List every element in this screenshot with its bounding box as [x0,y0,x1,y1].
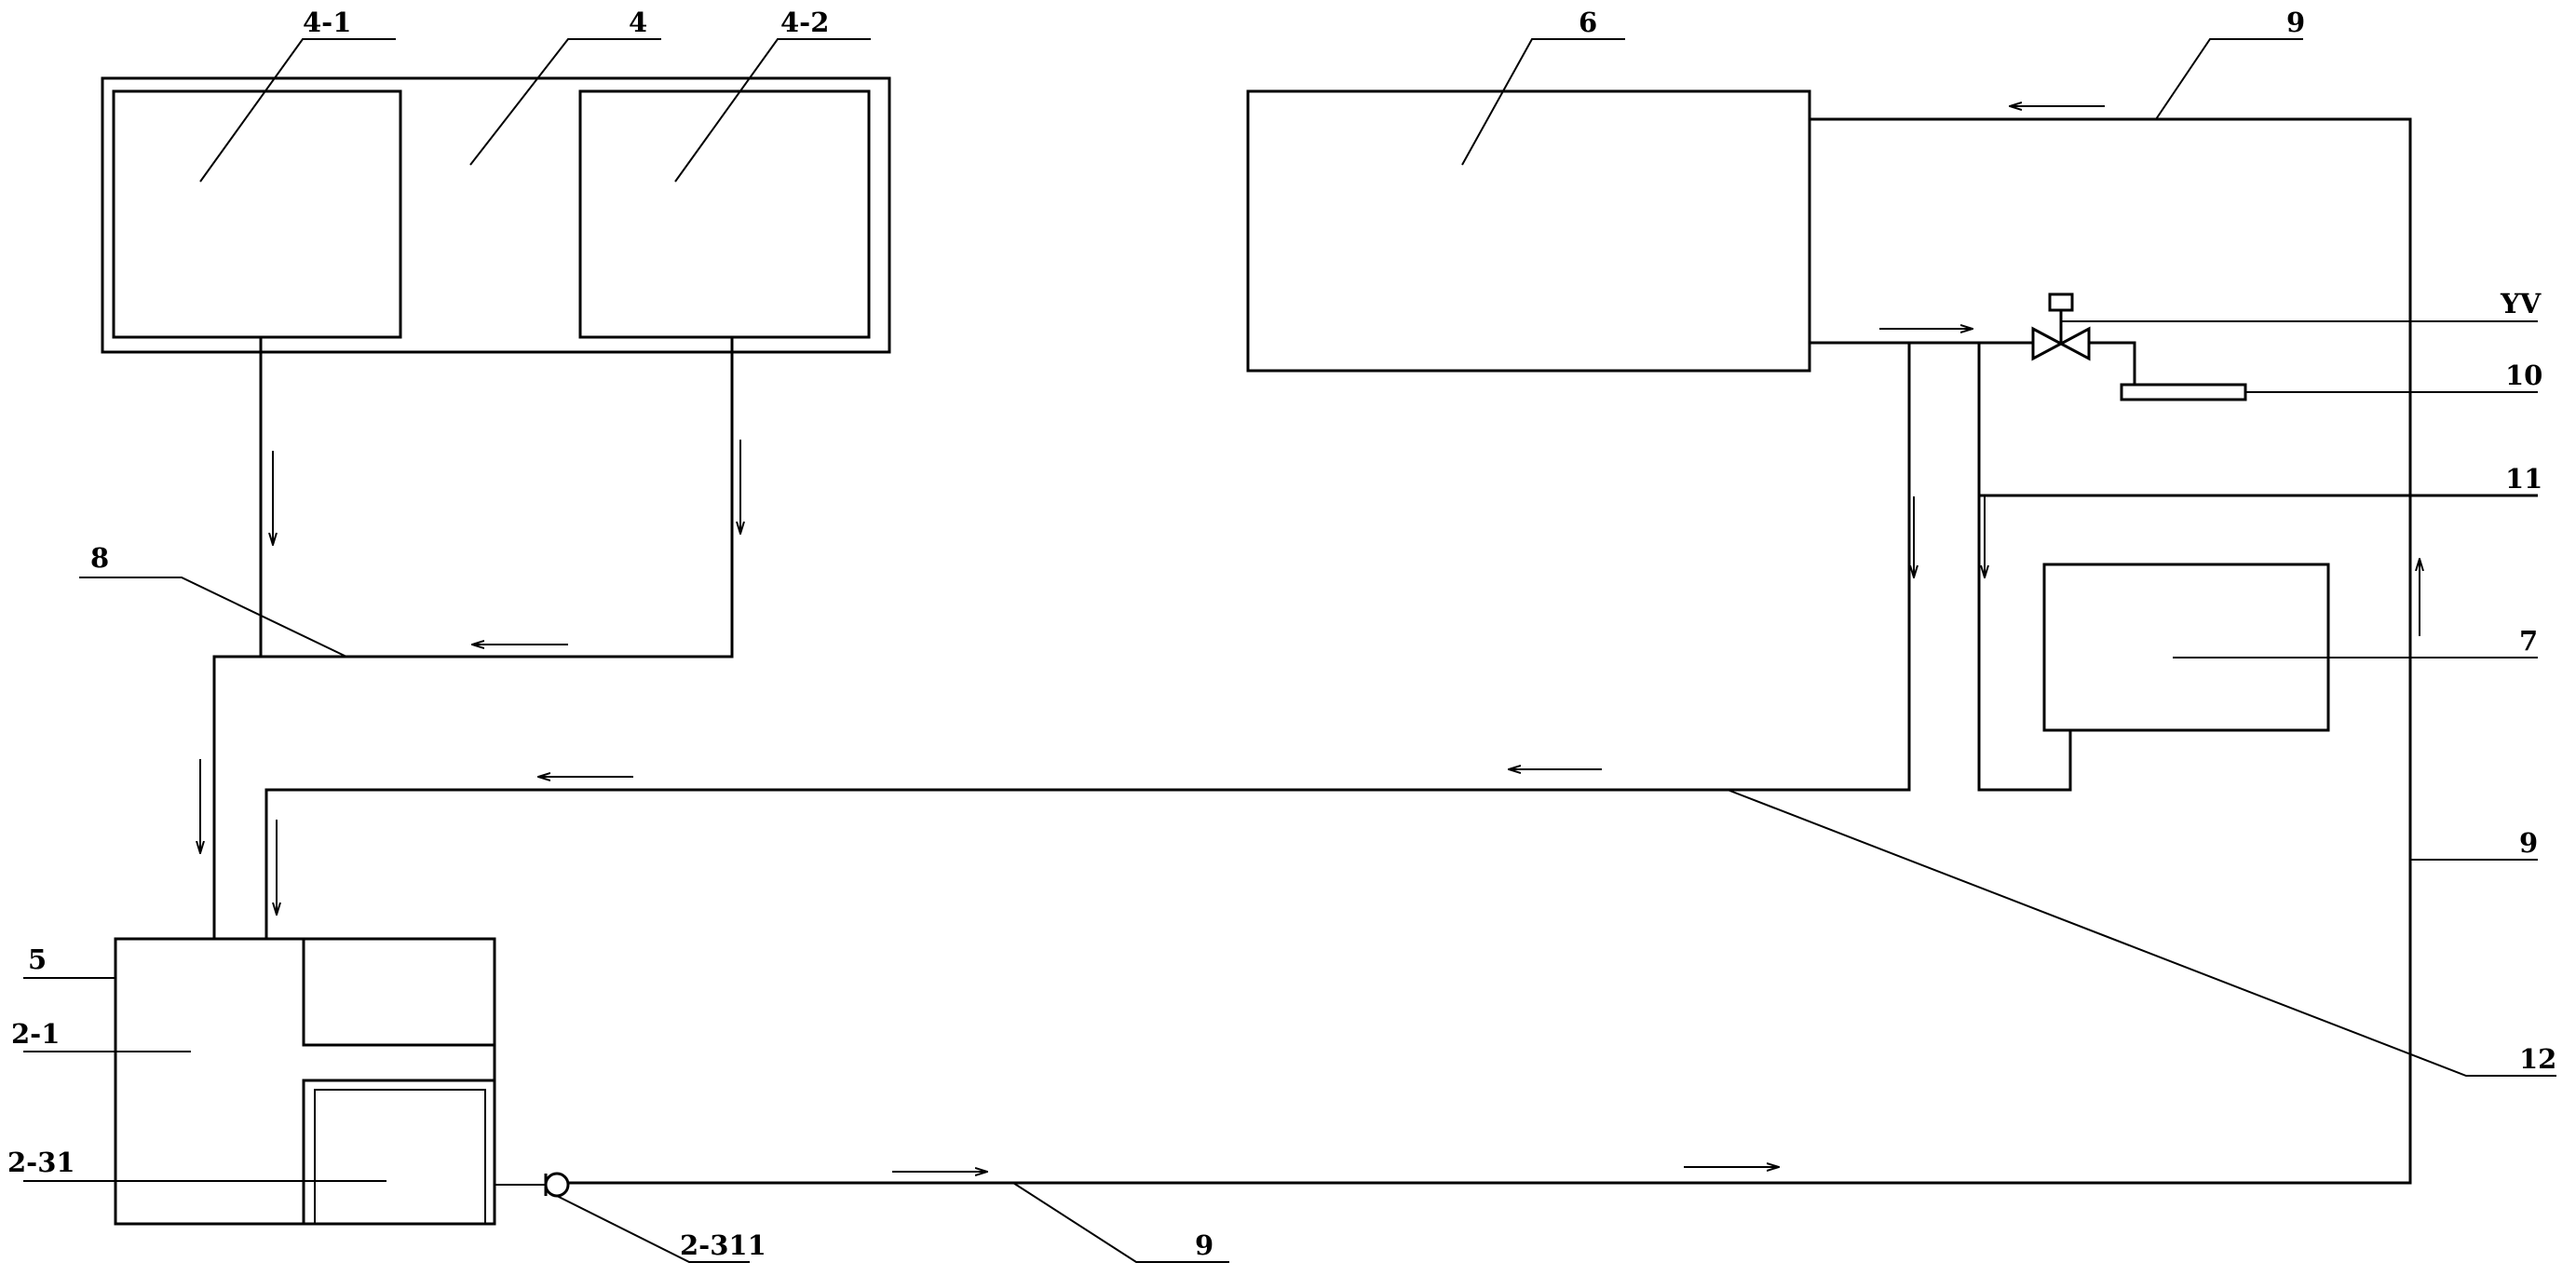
label-2-311: 2-311 [680,1229,766,1261]
label-yv: YV [2500,288,2542,319]
label-11: 11 [2505,463,2542,495]
label-10: 10 [2505,360,2542,391]
label-12: 12 [2519,1043,2556,1075]
label-9-right: 9 [2519,827,2538,859]
component-6 [1246,89,1811,373]
component-4-1 [112,89,402,339]
check-valve-2-311 [495,1172,570,1198]
label-7: 7 [2519,625,2538,657]
label-8: 8 [90,542,109,574]
component-7 [2042,563,2330,732]
label-9-bottom: 9 [1195,1229,1213,1261]
labels: 4-1 4 4-2 6 9 YV 10 11 7 8 9 12 5 2-1 2-… [7,7,2556,1261]
leader-lines [23,38,2556,1263]
component-4 [101,76,891,354]
component-10 [2120,383,2247,401]
label-2-31: 2-31 [7,1147,75,1178]
label-2-1: 2-1 [11,1018,60,1050]
label-4-2: 4-2 [780,7,829,38]
pipe-8 [212,337,734,939]
solenoid-valve-yv [2031,292,2091,361]
component-5 [114,937,496,1226]
label-4-1: 4-1 [303,7,351,38]
label-6: 6 [1579,7,1597,38]
component-2-31 [314,1089,486,1225]
pipe-9 [568,117,2412,1185]
component-4-2 [578,89,871,339]
pipe-12 [264,341,2136,939]
label-5: 5 [28,943,47,975]
label-9-top: 9 [2286,7,2305,38]
component-5-divider [302,939,495,1047]
label-4: 4 [629,7,647,38]
flow-arrows [200,106,2420,1172]
